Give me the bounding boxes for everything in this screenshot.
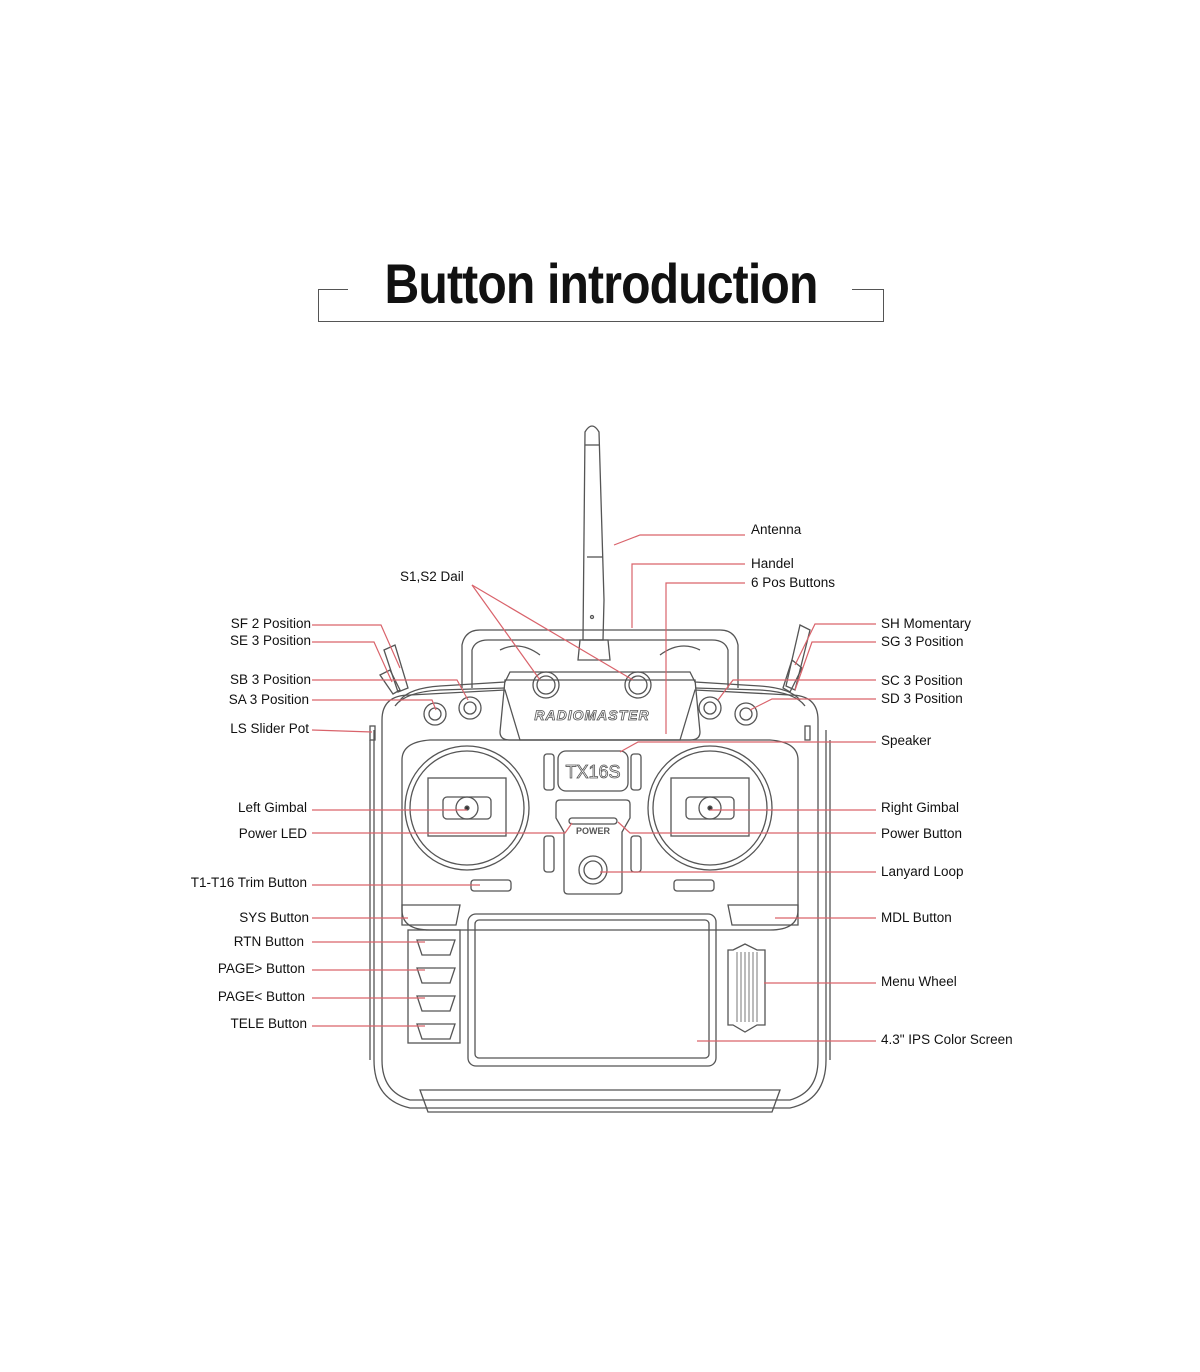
label-sd: SD 3 Position: [881, 691, 963, 706]
switch-sf: [383, 644, 409, 693]
leader-speaker: [619, 741, 876, 753]
left-gimbal-ring: [404, 745, 530, 871]
label-menu-wheel: Menu Wheel: [881, 974, 957, 989]
lanyard-loop: [578, 855, 608, 885]
label-power-led: Power LED: [238, 826, 307, 841]
leader-power-led: [312, 822, 573, 834]
label-page-prev: PAGE< Button: [217, 989, 305, 1004]
title-bracket-frame: [318, 290, 884, 322]
label-speaker: Speaker: [881, 733, 932, 748]
leader-sc: [717, 679, 876, 701]
switch-sa: [423, 702, 447, 726]
left-button-panel: [407, 929, 461, 1044]
leader-dial-1: [471, 584, 541, 681]
label-left-gimbal: Left Gimbal: [237, 800, 307, 815]
label-tele: TELE Button: [230, 1016, 307, 1031]
label-sg: SG 3 Position: [881, 634, 964, 649]
ips-screen: [474, 919, 710, 1059]
switch-sc: [698, 696, 722, 720]
label-sf: SF 2 Position: [230, 616, 311, 631]
title-rule-right: [852, 289, 884, 290]
leader-antenna: [613, 534, 745, 546]
mdl-button: [727, 904, 799, 926]
trim-horizontal-right: [673, 879, 715, 892]
title-rule-left: [318, 289, 348, 290]
power-label: POWER: [576, 826, 611, 836]
trim-vertical-left-top: [543, 753, 555, 791]
leader-sb: [312, 679, 469, 701]
label-sys: SYS Button: [239, 910, 309, 925]
page-prev-button: [416, 995, 456, 1012]
leader-dial-2: [471, 584, 634, 681]
leader-handle: [631, 563, 745, 628]
label-mdl: MDL Button: [881, 910, 952, 925]
leader-sh: [794, 623, 876, 666]
label-screen: 4.3" IPS Color Screen: [881, 1032, 1013, 1047]
page-title: Button introduction: [384, 252, 818, 315]
dial-s2: [624, 671, 652, 699]
page-next-button: [416, 967, 456, 984]
leader-ls: [311, 729, 373, 733]
body-outline: [381, 689, 819, 1101]
label-power-button: Power Button: [881, 826, 963, 841]
label-dial: S1,S2 Dail: [400, 569, 464, 584]
antenna: [582, 425, 605, 641]
label-sb: SB 3 Position: [229, 672, 311, 687]
label-sh: SH Momentary: [881, 616, 972, 631]
leader-se: [312, 641, 393, 683]
label-handle: Handel: [751, 556, 794, 571]
tele-button: [416, 1023, 456, 1040]
switch-sd: [734, 702, 758, 726]
sys-button: [401, 904, 461, 926]
right-gimbal-ring: [647, 745, 773, 871]
menu-wheel: [727, 943, 766, 1033]
left-gimbal-stick: [455, 796, 479, 820]
label-6pos: 6 Pos Buttons: [751, 575, 836, 590]
label-ls: LS Slider Pot: [230, 721, 309, 736]
bottom-lip: [419, 1089, 781, 1113]
label-se: SE 3 Position: [229, 633, 311, 648]
logo-plate: [499, 679, 701, 741]
label-right-gimbal: Right Gimbal: [881, 800, 960, 815]
face-plate: [401, 739, 799, 931]
trim-vertical-right-bottom: [630, 835, 642, 873]
label-page-next: PAGE> Button: [217, 961, 305, 976]
ls-slider: [369, 725, 376, 741]
brand-logo: RADIOMASTER: [534, 707, 649, 723]
switch-sg: [782, 658, 803, 693]
label-trim: T1-T16 Trim Button: [190, 875, 307, 890]
trim-vertical-right-top: [630, 753, 642, 791]
trim-vertical-left-bottom: [543, 835, 555, 873]
right-gimbal-stick: [698, 796, 722, 820]
screen-bezel: [467, 913, 717, 1067]
label-lanyard: Lanyard Loop: [881, 864, 964, 879]
leader-6pos: [665, 582, 745, 734]
switch-sb: [458, 696, 482, 720]
rtn-button: [416, 939, 456, 956]
label-antenna: Antenna: [751, 522, 802, 537]
label-sc: SC 3 Position: [881, 673, 963, 688]
power-button: [568, 817, 618, 825]
leader-sg: [794, 641, 876, 691]
dial-s1: [532, 671, 560, 699]
power-block: [555, 799, 631, 895]
leader-sd: [749, 698, 876, 711]
leader-lines: [311, 534, 876, 1042]
title-block: Button introduction: [318, 250, 884, 322]
handle: [461, 629, 739, 688]
leader-power-button: [617, 821, 876, 834]
leader-sa: [312, 699, 437, 711]
leader-sf: [312, 624, 401, 669]
speaker-grille: [557, 750, 629, 792]
model-badge: TX16S: [565, 762, 620, 782]
label-rtn: RTN Button: [233, 934, 304, 949]
switch-se: [379, 669, 401, 695]
label-sa: SA 3 Position: [228, 692, 309, 707]
